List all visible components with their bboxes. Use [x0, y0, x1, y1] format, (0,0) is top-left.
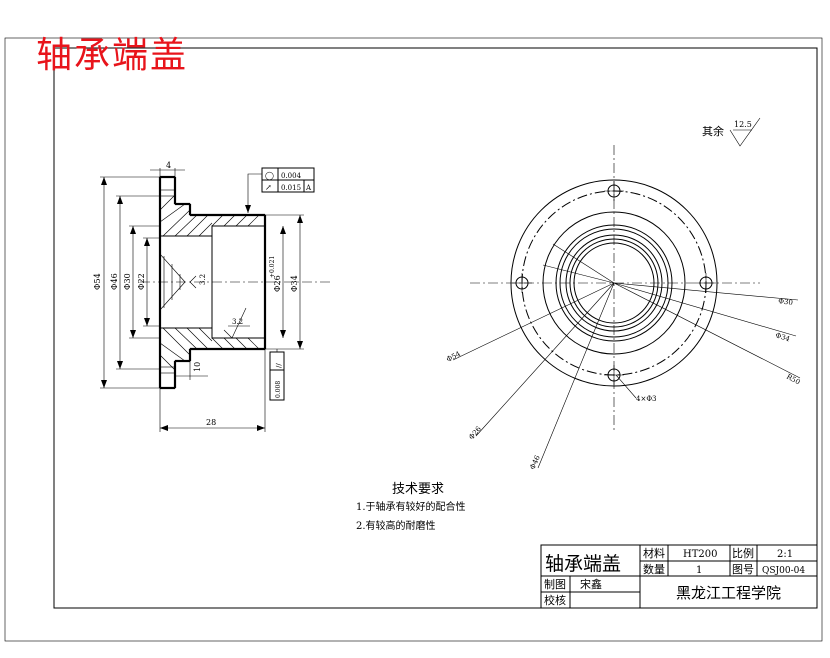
roughness-prefix: 其余: [702, 124, 724, 138]
side-tol-symbol: ∕∕: [275, 363, 283, 368]
inner-border: [53, 47, 818, 609]
side-label-d26: Φ26: [467, 425, 483, 442]
tb-drawing-no-value: QSJ00-04: [762, 566, 805, 576]
side-tolerance-frame: 0.008 ∕∕: [269, 349, 285, 401]
dim-bore-label: Φ26: [273, 275, 282, 292]
tb-scale-value: 2:1: [777, 549, 793, 560]
side-tol-value: 0.008: [275, 381, 282, 398]
tb-material-label: 材料: [643, 546, 665, 560]
side-label-d46: Φ46: [529, 454, 542, 471]
dim-d54-label: Φ54: [93, 273, 102, 290]
tol-row1-symbol: ◯: [265, 171, 274, 180]
dim-bore-tol: +0.021: [269, 256, 276, 278]
dim-d30-label: Φ30: [123, 273, 132, 290]
dim-bore: Φ26 +0.021: [269, 226, 286, 338]
tb-material-value: HT200: [683, 549, 717, 560]
tb-scale-label: 比例: [732, 546, 754, 560]
side-label-d34: Φ34: [774, 331, 791, 343]
tb-check-label: 校核: [544, 593, 566, 607]
hatch-upper: [159, 194, 260, 237]
outer-border: [4, 37, 823, 642]
hatch-lower: [159, 327, 260, 371]
tb-part-name: 轴承端盖: [545, 553, 621, 575]
side-label-d30: Φ30: [778, 297, 794, 307]
dim-d22: Φ22: [137, 237, 160, 327]
dim-top-width: 4: [150, 161, 185, 177]
tol-row2-symbol: ↗: [265, 183, 272, 192]
side-label-holes: 4×Φ3: [636, 395, 657, 403]
tb-qty-label: 数量: [643, 563, 665, 576]
roughness-b-label: 3.2: [232, 318, 243, 326]
tech-heading: 技术要求: [392, 482, 444, 497]
tech-item-1: 1.于轴承有较好的配合性: [356, 500, 466, 513]
tol-row1-value: 0.004: [281, 172, 302, 180]
tb-qty-value: 1: [696, 565, 702, 576]
dim-flange: 10: [175, 361, 208, 380]
tb-school: 黑龙江工程学院: [676, 584, 781, 602]
tol-row2-datum: A: [305, 184, 312, 192]
side-label-r50: R50: [785, 373, 801, 387]
dim-top-width-label: 4: [166, 161, 171, 170]
side-view: Φ30 Φ34 R50 Φ54 Φ26 Φ46 4×Φ3: [445, 145, 801, 471]
tb-drawing-no-label: 图号: [732, 563, 754, 576]
tol-row2-value: 0.015: [281, 184, 301, 192]
tech-item-2: 2.有较高的耐磨性: [356, 519, 436, 532]
big-title: 轴承端盖: [36, 35, 189, 76]
tech-requirements: 技术要求 1.于轴承有较好的配合性 2.有较高的耐磨性: [356, 482, 466, 532]
roughness-value: 12.5: [734, 120, 752, 129]
title-block: 轴承端盖 材料 HT200 比例 2:1 数量 1 图号 QSJ00-04 制图…: [540, 544, 818, 609]
roughness-b: 3.2: [223, 307, 250, 339]
dim-d34-label: Φ34: [290, 275, 299, 292]
dim-length-label: 28: [206, 418, 216, 427]
roughness-a-label: 3.2: [199, 274, 207, 285]
tolerance-frame: ◯ 0.004 ↗ 0.015 A: [245, 167, 315, 213]
roughness-note: 其余 12.5: [702, 117, 761, 147]
dim-length: 28: [159, 349, 266, 432]
tb-drawn-label: 制图: [544, 578, 566, 591]
dim-flange-label: 10: [193, 362, 202, 372]
side-label-d54: Φ54: [445, 350, 462, 364]
dim-d46: Φ46: [110, 195, 160, 370]
front-section-view: Φ54 Φ46 Φ30 Φ22: [93, 161, 330, 432]
dim-d30: Φ30: [123, 225, 160, 339]
dim-d46-label: Φ46: [110, 273, 119, 290]
dim-d22-label: Φ22: [137, 273, 146, 290]
roughness-a: 3.2: [189, 274, 207, 289]
tb-drawn-value: 宋鑫: [580, 577, 602, 591]
dim-d54: Φ54: [93, 176, 160, 389]
dim-d34: Φ34: [265, 214, 304, 350]
